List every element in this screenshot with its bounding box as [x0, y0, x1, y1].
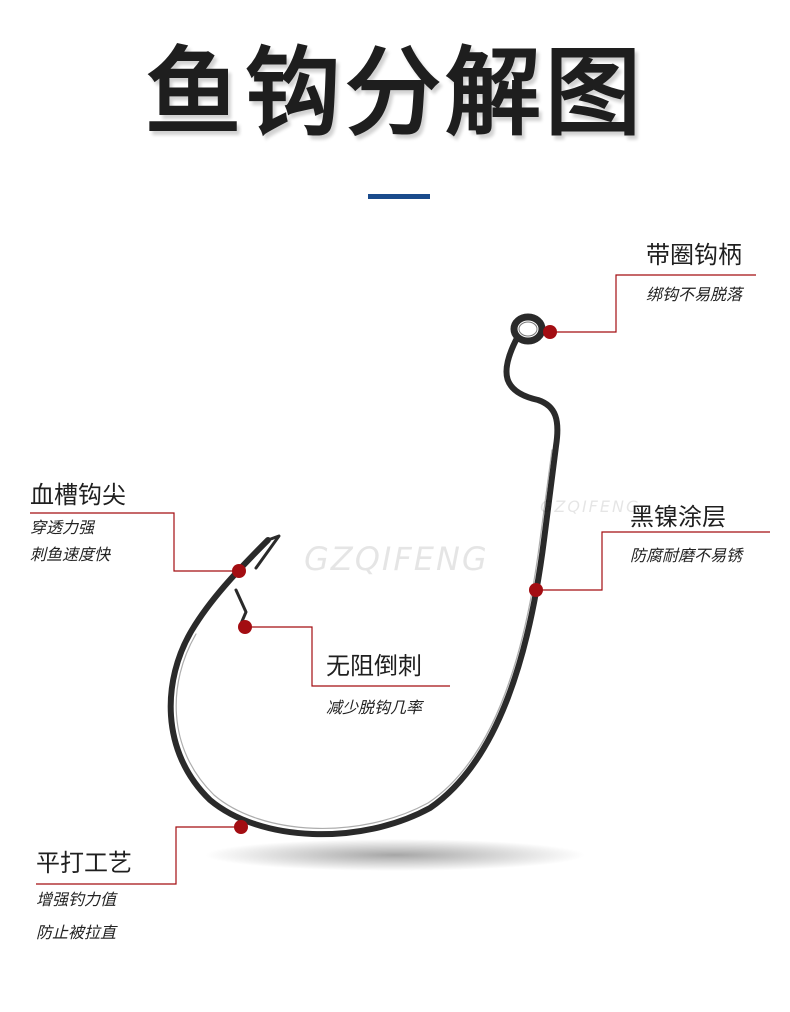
hook-shank-highlight	[175, 449, 553, 829]
hook-shank	[167, 337, 561, 838]
callout-layer	[30, 274, 770, 885]
callout-eye-leader	[550, 274, 756, 333]
watermark-main: GZQIFENG	[304, 540, 489, 578]
hook-eye-inner	[518, 321, 538, 337]
hook-eye	[510, 313, 546, 345]
watermark-secondary: GZQIFENG	[540, 497, 641, 516]
callout-forged-leader	[36, 826, 241, 885]
callout-barb-dot	[238, 620, 252, 634]
hook-shadow	[205, 839, 585, 871]
page-title: 鱼钩分解图	[145, 37, 645, 149]
callout-forged-dot	[234, 820, 248, 834]
callout-point-label: 血槽钩尖	[30, 481, 126, 509]
callout-point-line-1: 穿透力强	[30, 518, 95, 537]
callout-forged-line-2: 防止被拉直	[36, 923, 117, 942]
callout-coating-label: 黑镍涂层	[630, 503, 726, 531]
callout-barb-line: 减少脱钩几率	[326, 698, 423, 717]
callout-coating-dot	[529, 583, 543, 597]
callout-eye-line: 绑钩不易脱落	[646, 285, 743, 304]
callout-forged-line-1: 增强钓力值	[36, 890, 117, 909]
callout-coating-line: 防腐耐磨不易锈	[630, 546, 743, 565]
callout-point-line-2: 刺鱼速度快	[30, 545, 111, 564]
callout-point-dot	[232, 564, 246, 578]
callout-barb-leader	[245, 626, 450, 687]
callout-coating-leader	[536, 531, 770, 591]
callout-point-leader	[30, 512, 239, 572]
callout-eye-dot	[543, 325, 557, 339]
callout-eye-label: 带圈钩柄	[646, 241, 742, 269]
callout-barb-label: 无阻倒刺	[326, 652, 422, 680]
title-accent-bar	[368, 194, 430, 199]
callout-forged-label: 平打工艺	[36, 849, 132, 877]
fishing-hook	[167, 313, 561, 838]
hook-point	[254, 534, 281, 570]
